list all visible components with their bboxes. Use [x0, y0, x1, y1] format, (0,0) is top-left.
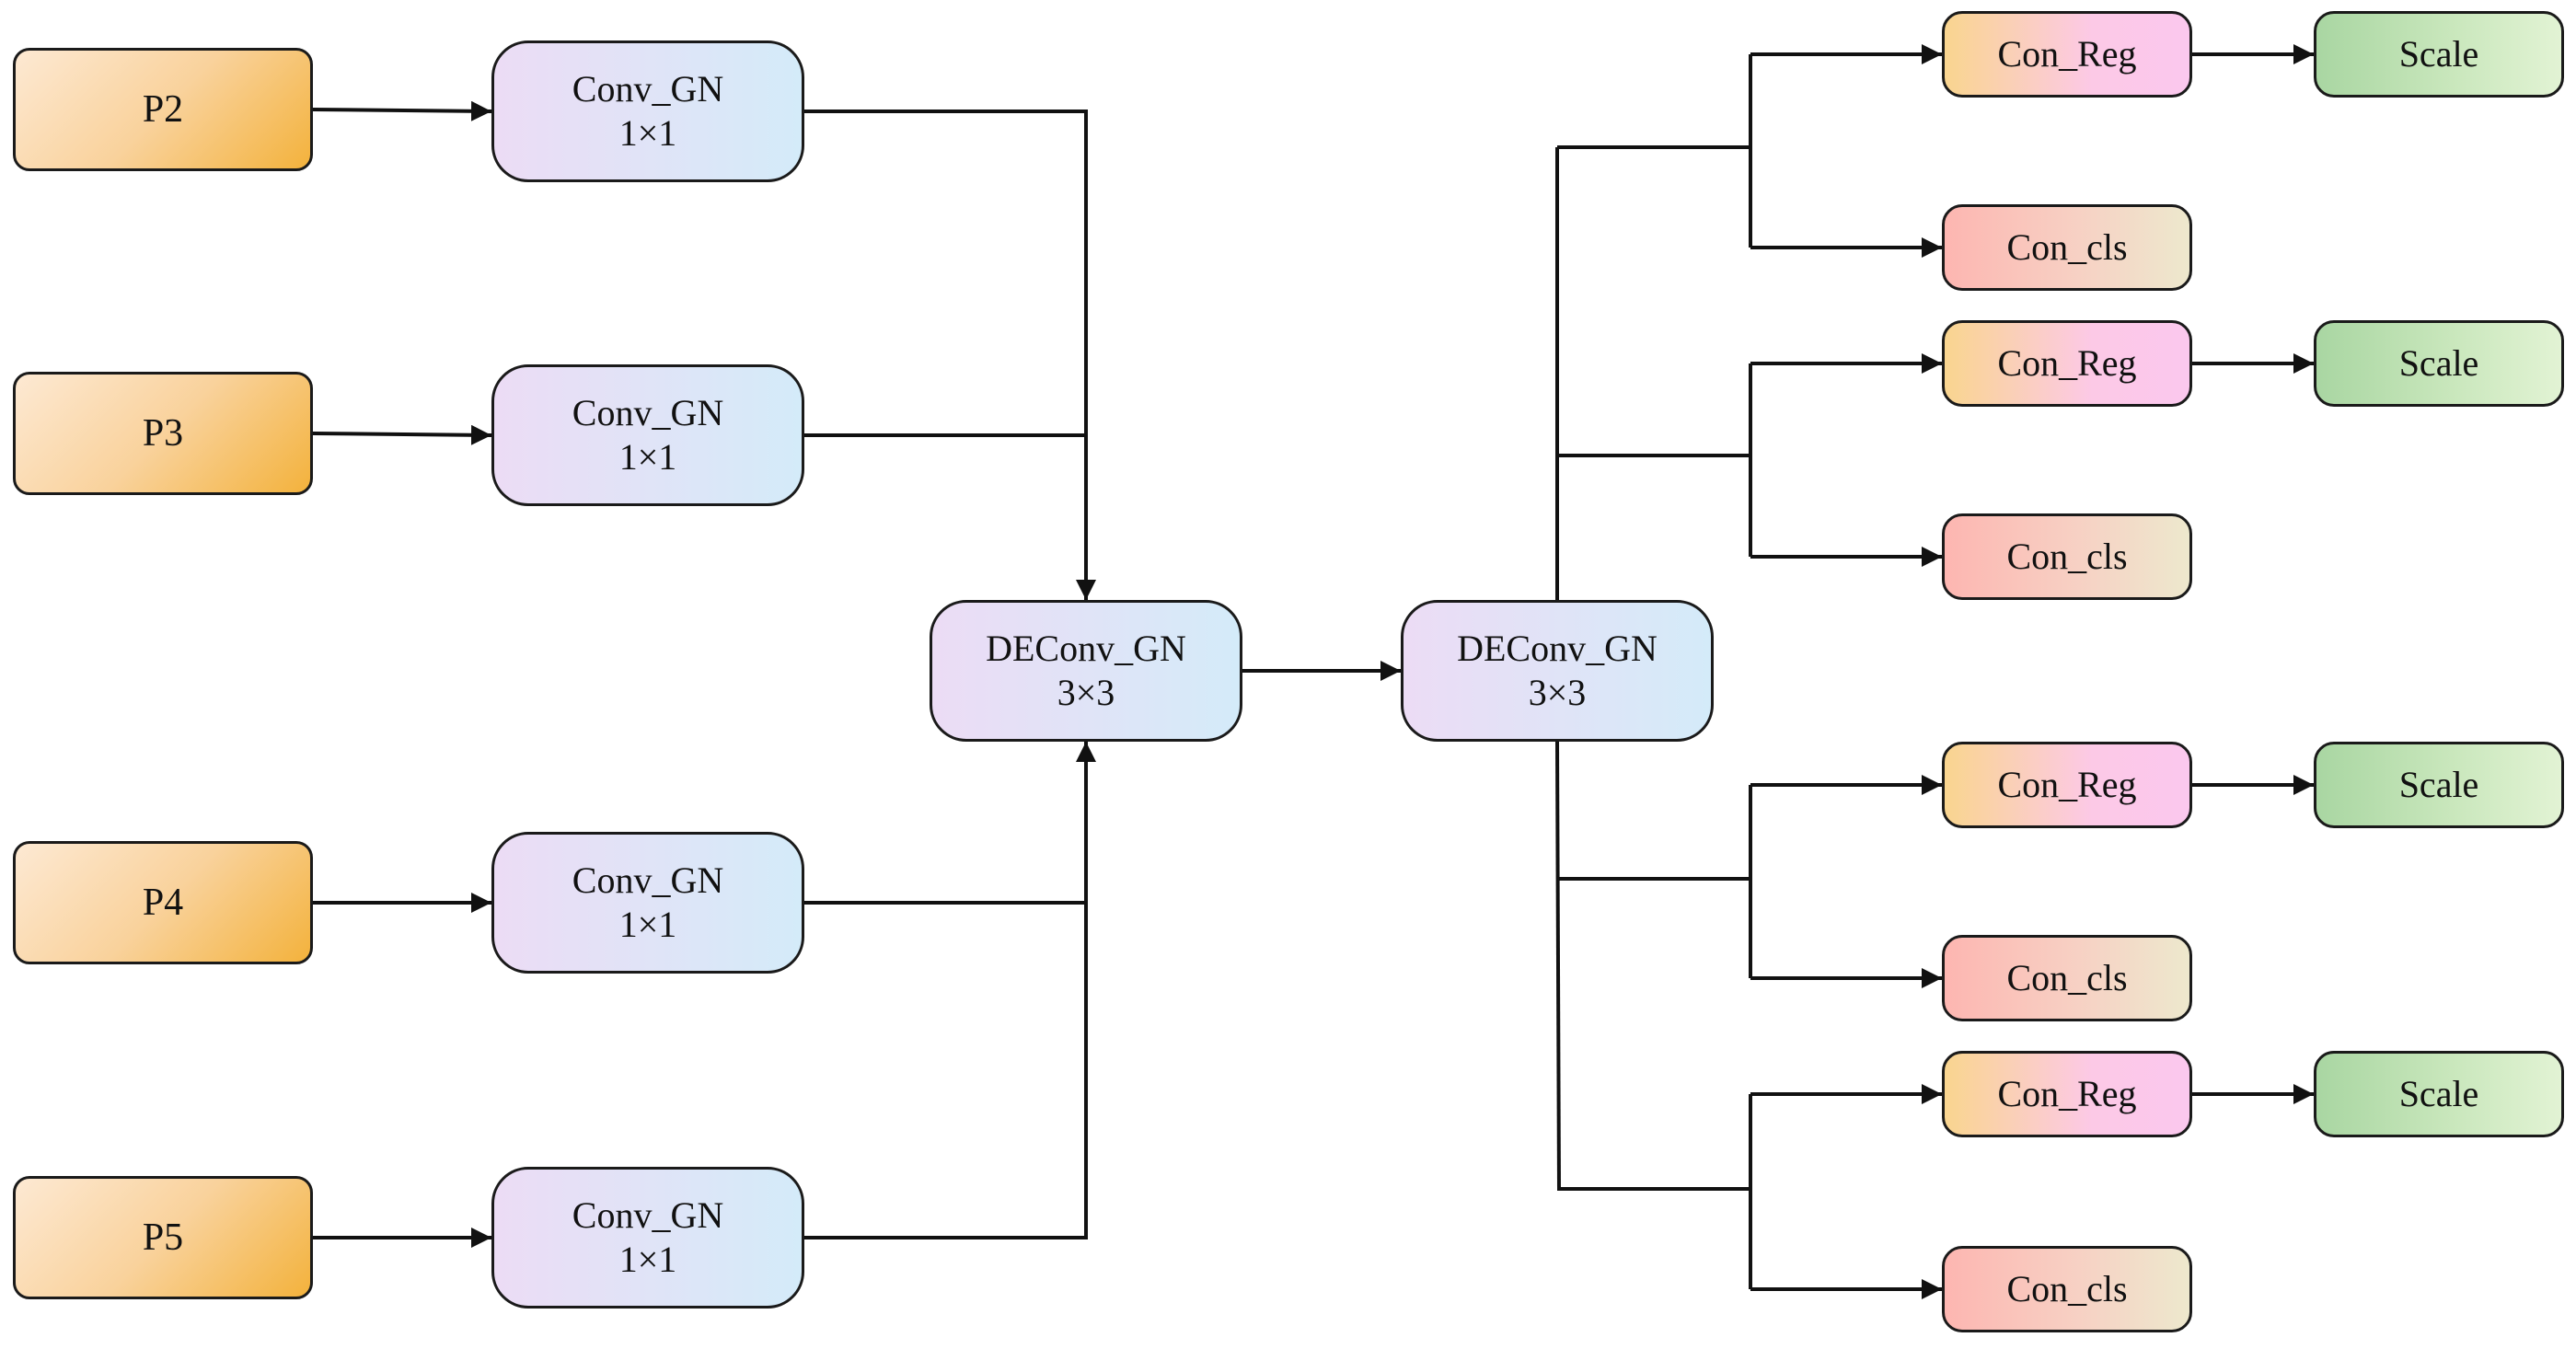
- input-node-p5: P5: [13, 1176, 313, 1299]
- scale-node-2: Scale: [2314, 320, 2564, 407]
- deconv-name: DEConv_GN: [986, 628, 1186, 669]
- conv-gn-block-1: Conv_GN 1×1: [491, 40, 804, 182]
- input-node-p4: P4: [13, 841, 313, 964]
- input-node-p3: P3: [13, 372, 313, 495]
- deconv-kernel: 3×3: [1057, 672, 1115, 713]
- con-cls-label: Con_cls: [2006, 957, 2128, 998]
- scale-label: Scale: [2398, 764, 2479, 805]
- scale-node-4: Scale: [2314, 1051, 2564, 1137]
- conv-kernel: 1×1: [618, 112, 677, 154]
- scale-label: Scale: [2398, 33, 2479, 75]
- conv-gn-block-4: Conv_GN 1×1: [491, 1167, 804, 1309]
- con-cls-node-3: Con_cls: [1942, 935, 2192, 1021]
- con-reg-label: Con_Reg: [1997, 342, 2137, 384]
- edge-trunk-down: [1555, 741, 1561, 1190]
- scale-node-3: Scale: [2314, 742, 2564, 828]
- con-cls-node-1: Con_cls: [1942, 204, 2192, 291]
- con-cls-node-2: Con_cls: [1942, 513, 2192, 600]
- input-label: P4: [142, 881, 184, 924]
- input-node-p2: P2: [13, 48, 313, 171]
- edge-p3-to-conv: [312, 424, 492, 445]
- conv-kernel: 1×1: [618, 904, 677, 945]
- conv-name: Conv_GN: [572, 68, 724, 110]
- con-reg-node-2: Con_Reg: [1942, 320, 2192, 407]
- con-reg-label: Con_Reg: [1997, 1073, 2137, 1114]
- input-label: P5: [142, 1216, 184, 1259]
- con-reg-node-1: Con_Reg: [1942, 11, 2192, 98]
- con-reg-node-3: Con_Reg: [1942, 742, 2192, 828]
- edge-p2-to-conv: [312, 100, 492, 121]
- con-cls-label: Con_cls: [2006, 226, 2128, 268]
- deconv-name: DEConv_GN: [1457, 628, 1658, 669]
- scale-label: Scale: [2398, 1073, 2479, 1114]
- input-label: P3: [142, 411, 184, 455]
- con-reg-label: Con_Reg: [1997, 764, 2137, 805]
- conv-name: Conv_GN: [572, 392, 724, 433]
- conv-gn-block-2: Conv_GN 1×1: [491, 364, 804, 506]
- scale-node-1: Scale: [2314, 11, 2564, 98]
- input-label: P2: [142, 87, 184, 131]
- conv-name: Conv_GN: [572, 1194, 724, 1236]
- deconv-gn-block-1: DEConv_GN 3×3: [930, 600, 1242, 742]
- con-reg-node-4: Con_Reg: [1942, 1051, 2192, 1137]
- edge-conv-bottom-merge: [804, 742, 1096, 1239]
- scale-label: Scale: [2398, 342, 2479, 384]
- con-cls-node-4: Con_cls: [1942, 1246, 2192, 1332]
- con-cls-label: Con_cls: [2006, 1268, 2128, 1309]
- edge-conv-top-merge: [804, 110, 1096, 600]
- deconv-kernel: 3×3: [1528, 672, 1587, 713]
- deconv-gn-block-2: DEConv_GN 3×3: [1401, 600, 1714, 742]
- conv-kernel: 1×1: [618, 436, 677, 478]
- conv-kernel: 1×1: [618, 1239, 677, 1280]
- con-cls-label: Con_cls: [2006, 536, 2128, 577]
- con-reg-label: Con_Reg: [1997, 33, 2137, 75]
- conv-name: Conv_GN: [572, 859, 724, 901]
- conv-gn-block-3: Conv_GN 1×1: [491, 832, 804, 974]
